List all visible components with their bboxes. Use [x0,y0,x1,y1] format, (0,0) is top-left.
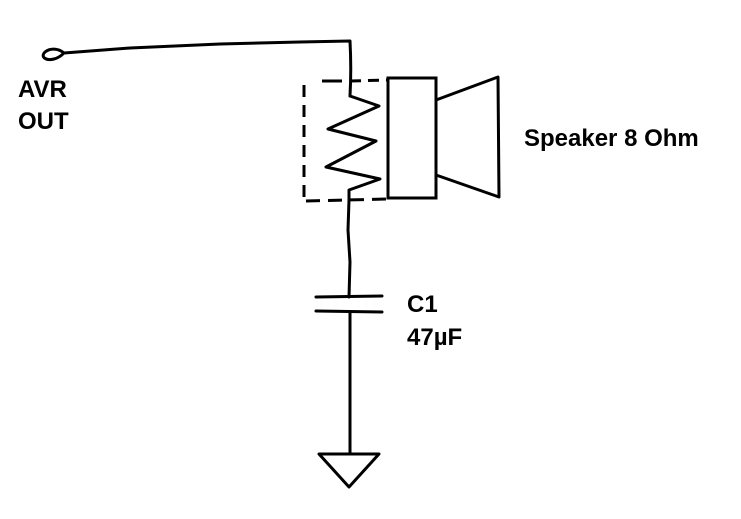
ground-icon [317,452,381,489]
coil-to-capacitor-wire [346,198,352,299]
capacitor-icon [314,294,384,314]
speaker-label: Speaker 8 Ohm [524,125,699,152]
speaker-enclosure-dashed [302,78,389,203]
speaker-icon [386,75,501,200]
input-label-line2: OUT [18,108,69,135]
capacitor-value-label: 47µF [407,324,462,351]
voice-coil-zigzag [324,94,382,202]
input-label-line1: AVR [18,76,67,103]
capacitor-name-label: C1 [407,291,438,318]
input-wire [62,39,353,98]
input-terminal-icon [41,47,66,61]
